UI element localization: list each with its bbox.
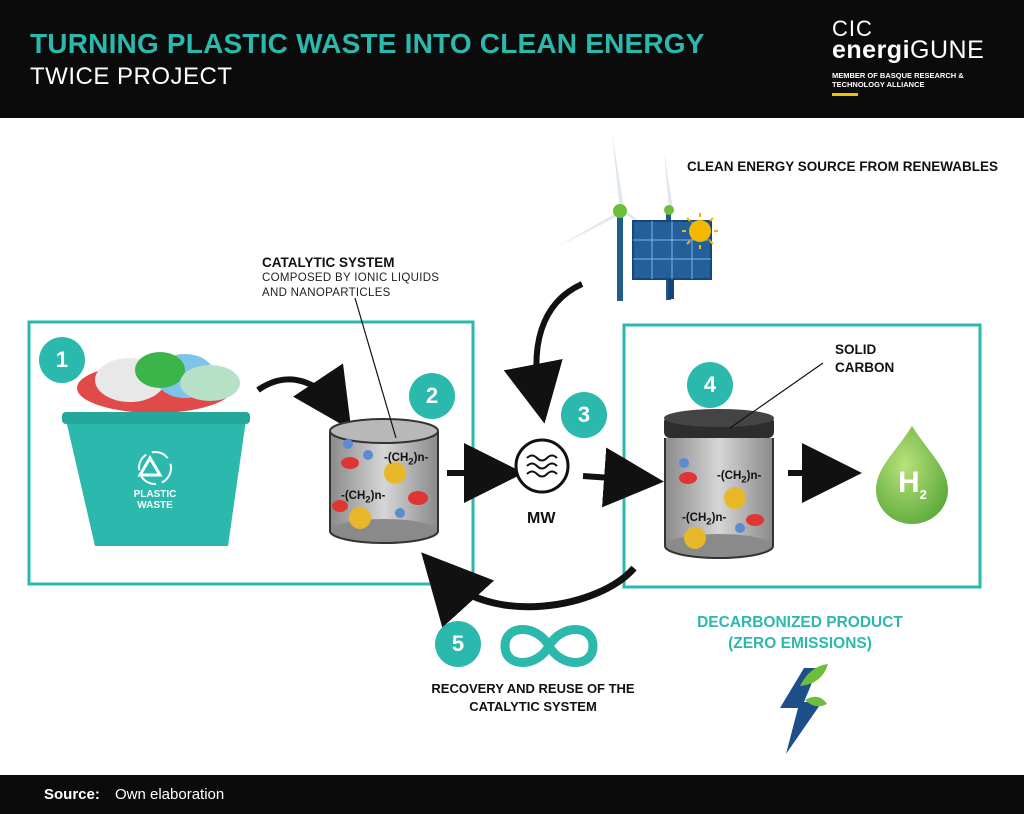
green-lightning-icon [780, 664, 828, 754]
logo-cic-text: CIC [832, 16, 873, 41]
microwave-icon [514, 438, 570, 494]
logo-energi-text: energi [832, 36, 911, 64]
solid-carbon-label: SOLID CARBON [835, 342, 895, 375]
logo-member-text: MEMBER OF BASQUE RESEARCH & TECHNOLOGY A… [832, 71, 964, 89]
logo-gune-text: GUNE [910, 36, 985, 64]
formula-catalyst-2: -(CH2)n- [341, 490, 385, 505]
catalyst-pointer-line [354, 297, 397, 439]
step-4-badge: 4 [687, 362, 733, 408]
decarbonized-product-label: DECARBONIZED PRODUCT (ZERO EMISSIONS) [697, 614, 903, 652]
catalyst-cylinder-icon [329, 418, 439, 544]
formula-prefix: -(CH [384, 452, 409, 464]
formula-suffix: )n- [711, 512, 727, 524]
formula-suffix: )n- [370, 490, 386, 502]
step-3-badge: 3 [561, 392, 607, 438]
formula-prefix: -(CH [341, 490, 366, 502]
hydrogen-label: H2 [898, 466, 927, 502]
h2-subscript: 2 [919, 487, 927, 502]
mw-label: MW [527, 510, 556, 527]
formula-subscript: 2 [741, 474, 747, 486]
footer-bar [0, 775, 1024, 814]
formula-suffix: )n- [413, 452, 429, 464]
step-2-badge: 2 [409, 373, 455, 419]
h2-letter: H [898, 466, 920, 499]
source-text: Own elaboration [115, 786, 225, 803]
logo-energigune: energiGUNE [832, 36, 984, 65]
formula-subscript: 2 [408, 456, 414, 468]
catalytic-system-title: CATALYTIC SYSTEM [262, 255, 395, 270]
formula-prefix: -(CH [682, 512, 707, 524]
plastic-waste-label: PLASTIC WASTE [133, 489, 177, 511]
sun-icon [682, 213, 718, 249]
arrow-mw-to-reactor [582, 447, 664, 508]
formula-reactor-1: -(CH2)n- [717, 470, 761, 485]
recycle-bin-icon [62, 352, 250, 546]
catalytic-system-description: COMPOSED BY IONIC LIQUIDS AND NANOPARTIC… [262, 272, 440, 299]
formula-prefix: -(CH [717, 470, 742, 482]
logo-accent-bar [832, 93, 858, 96]
infinity-icon [500, 625, 598, 667]
source-label: Source: [44, 786, 100, 803]
reactor-jar-icon [664, 409, 774, 559]
clean-energy-label: CLEAN ENERGY SOURCE FROM RENEWABLES [687, 159, 999, 174]
recovery-label: RECOVERY AND REUSE OF THE CATALYTIC SYST… [431, 681, 635, 714]
arrow-bin-to-catalyst [256, 363, 352, 430]
formula-catalyst-1: -(CH2)n- [384, 452, 428, 467]
formula-subscript: 2 [706, 516, 712, 528]
carbon-pointer-line [729, 362, 824, 429]
step-1-badge: 1 [39, 337, 85, 383]
page-title: TURNING PLASTIC WASTE INTO CLEAN ENERGY [30, 28, 705, 59]
page-subtitle: TWICE PROJECT [30, 63, 233, 90]
step-5-badge: 5 [435, 621, 481, 667]
arrow-recovery [421, 552, 637, 628]
formula-reactor-2: -(CH2)n- [682, 512, 726, 527]
arrow-energy-to-mw [503, 281, 584, 424]
formula-subscript: 2 [365, 494, 371, 506]
formula-suffix: )n- [746, 470, 762, 482]
header-bar [0, 0, 1024, 118]
process-diagram [27, 133, 982, 754]
hydrogen-droplet-icon [876, 426, 948, 524]
